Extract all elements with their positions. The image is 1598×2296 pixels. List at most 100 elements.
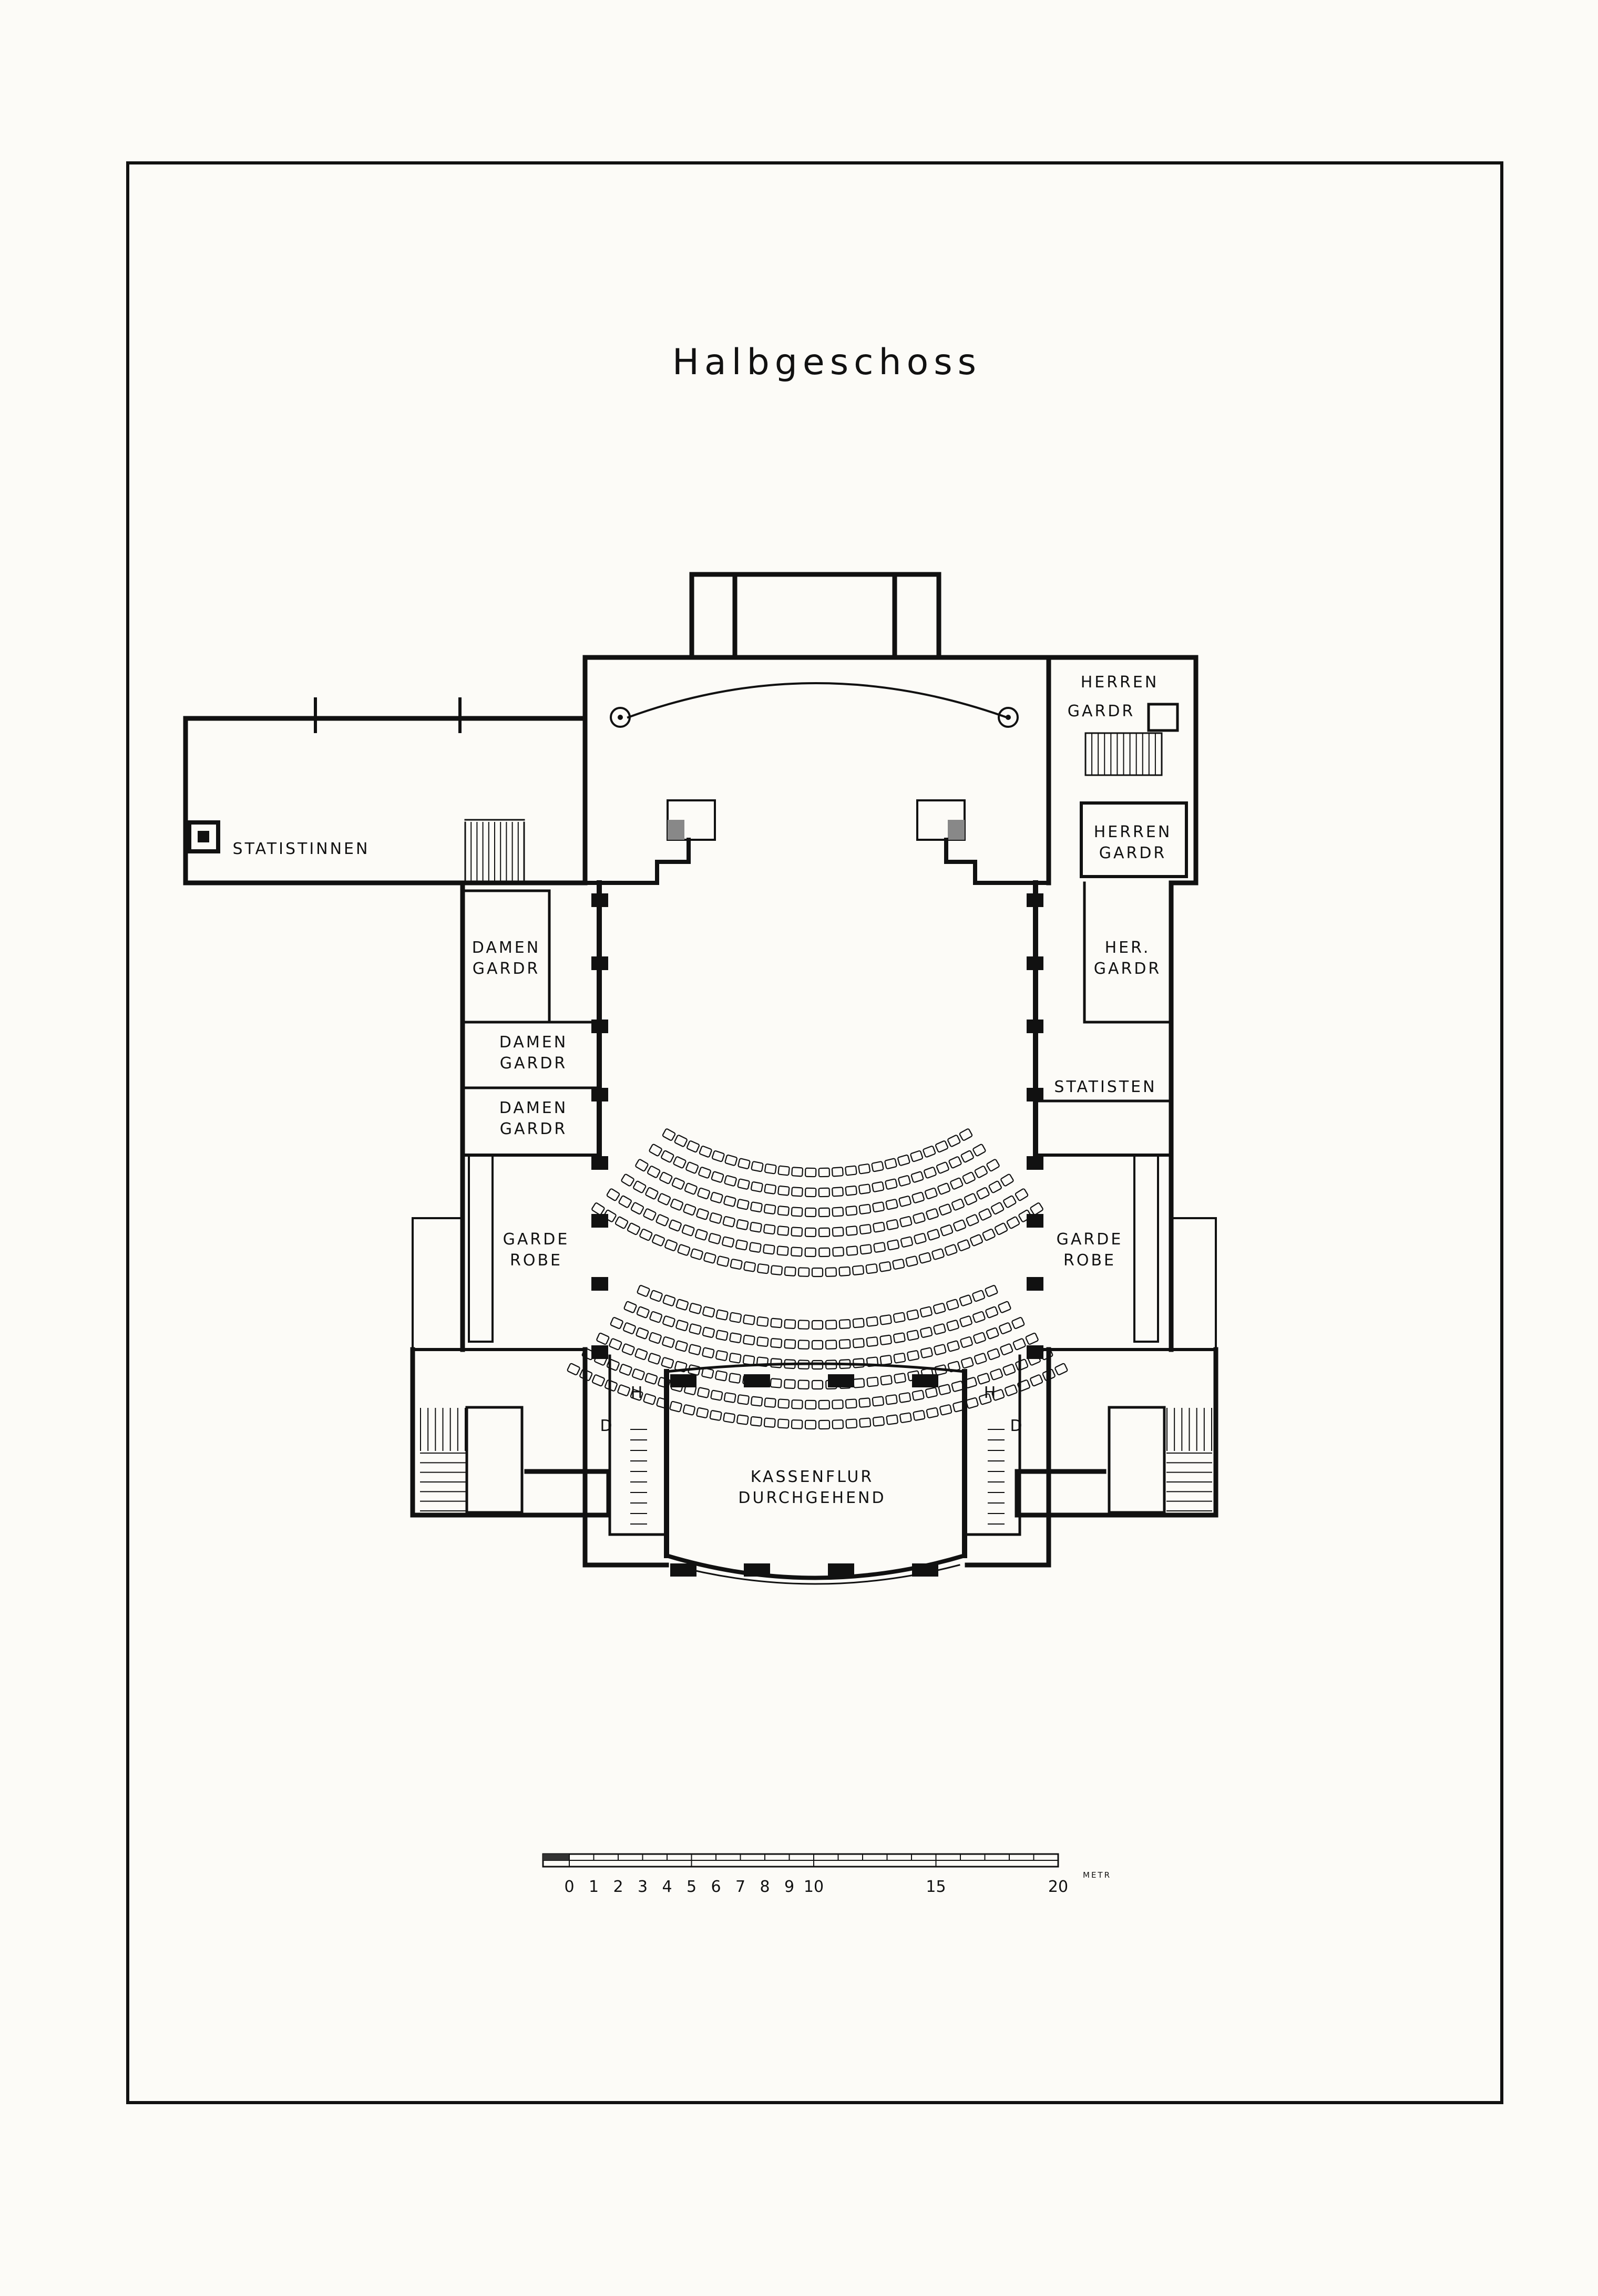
seat — [645, 1187, 659, 1200]
label-garderobe-right: Garde — [1057, 1230, 1123, 1249]
seat — [649, 1144, 662, 1157]
seat — [852, 1265, 865, 1275]
seat — [885, 1178, 898, 1190]
seat — [852, 1338, 865, 1348]
seat — [866, 1356, 879, 1367]
pilaster — [1027, 1277, 1043, 1291]
pilaster — [591, 1088, 608, 1101]
seat — [737, 1394, 750, 1405]
garderobe-right — [1015, 1152, 1218, 1518]
seat — [715, 1370, 728, 1382]
seat — [722, 1216, 735, 1228]
seat — [658, 1377, 671, 1388]
seat — [947, 1135, 961, 1147]
pilaster — [912, 1563, 938, 1577]
seat — [858, 1183, 871, 1195]
seat — [685, 1161, 699, 1174]
seat — [974, 1166, 988, 1178]
seat — [966, 1214, 979, 1227]
seat — [614, 1216, 629, 1229]
floor-plan — [183, 572, 1218, 1585]
seat — [622, 1322, 636, 1334]
seat — [879, 1355, 893, 1366]
seat — [818, 1187, 831, 1198]
seat — [897, 1154, 910, 1166]
seat — [1025, 1332, 1039, 1345]
seat — [674, 1361, 688, 1373]
seat — [1004, 1384, 1018, 1396]
seat — [791, 1187, 803, 1197]
pilaster — [1027, 893, 1043, 907]
seat — [662, 1336, 675, 1348]
seat — [784, 1319, 796, 1330]
stage-lift-right — [998, 707, 1019, 728]
seat — [675, 1340, 688, 1352]
seat — [938, 1384, 951, 1395]
label-her-gardr-2: Gardr — [1094, 960, 1162, 978]
seat — [675, 1299, 689, 1311]
label-herren-gardr-top: Herren — [1081, 673, 1159, 692]
seat — [770, 1358, 783, 1368]
seat — [872, 1201, 885, 1213]
seat — [662, 1315, 675, 1327]
seat — [689, 1323, 702, 1335]
seat — [609, 1338, 622, 1351]
seat — [960, 1336, 973, 1348]
seat — [832, 1247, 844, 1257]
label-herren-gardr-mid-2: Gardr — [1099, 844, 1167, 862]
seat — [964, 1377, 977, 1388]
seat — [994, 1222, 1008, 1235]
seat — [770, 1265, 783, 1275]
seat — [696, 1208, 709, 1220]
seat — [708, 1233, 721, 1244]
seat — [811, 1340, 824, 1350]
pilaster — [591, 956, 608, 970]
seat — [723, 1196, 736, 1207]
seat — [853, 1378, 865, 1388]
seat — [749, 1242, 762, 1253]
seat — [784, 1266, 796, 1276]
seat — [885, 1199, 898, 1210]
seat — [990, 1202, 1005, 1215]
seat — [791, 1227, 803, 1237]
seat — [866, 1316, 878, 1327]
seat — [926, 1208, 939, 1220]
seat — [1030, 1202, 1043, 1216]
seat — [756, 1336, 769, 1347]
seat — [944, 1244, 958, 1256]
label-statistinnen: Statistinnen — [233, 840, 370, 858]
seat — [951, 1198, 965, 1211]
seat — [947, 1361, 961, 1373]
seat — [873, 1221, 885, 1233]
seat — [985, 1306, 999, 1319]
seat — [893, 1312, 906, 1323]
seat — [797, 1379, 810, 1389]
seat — [933, 1323, 946, 1335]
seat — [804, 1167, 817, 1178]
seat — [677, 1244, 691, 1256]
seat — [710, 1191, 723, 1203]
seat — [797, 1320, 810, 1330]
seat — [804, 1419, 817, 1430]
seat — [750, 1181, 763, 1192]
seat — [703, 1252, 716, 1264]
seat — [866, 1336, 878, 1347]
scale-label: 1 — [589, 1878, 599, 1896]
seat — [950, 1177, 964, 1190]
seat — [811, 1320, 824, 1330]
seat — [756, 1356, 769, 1367]
seat — [818, 1399, 830, 1410]
seat — [729, 1373, 741, 1384]
seat — [934, 1364, 947, 1376]
label-statisten: Statisten — [1054, 1078, 1156, 1096]
seat — [964, 1193, 978, 1206]
seat — [898, 1196, 911, 1207]
seat — [711, 1150, 725, 1162]
seat — [934, 1344, 947, 1355]
seat — [918, 1252, 931, 1264]
plate-border — [126, 161, 1503, 2104]
seat — [951, 1381, 965, 1392]
seat — [596, 1332, 610, 1345]
seat — [737, 1178, 750, 1190]
seat — [791, 1207, 803, 1217]
